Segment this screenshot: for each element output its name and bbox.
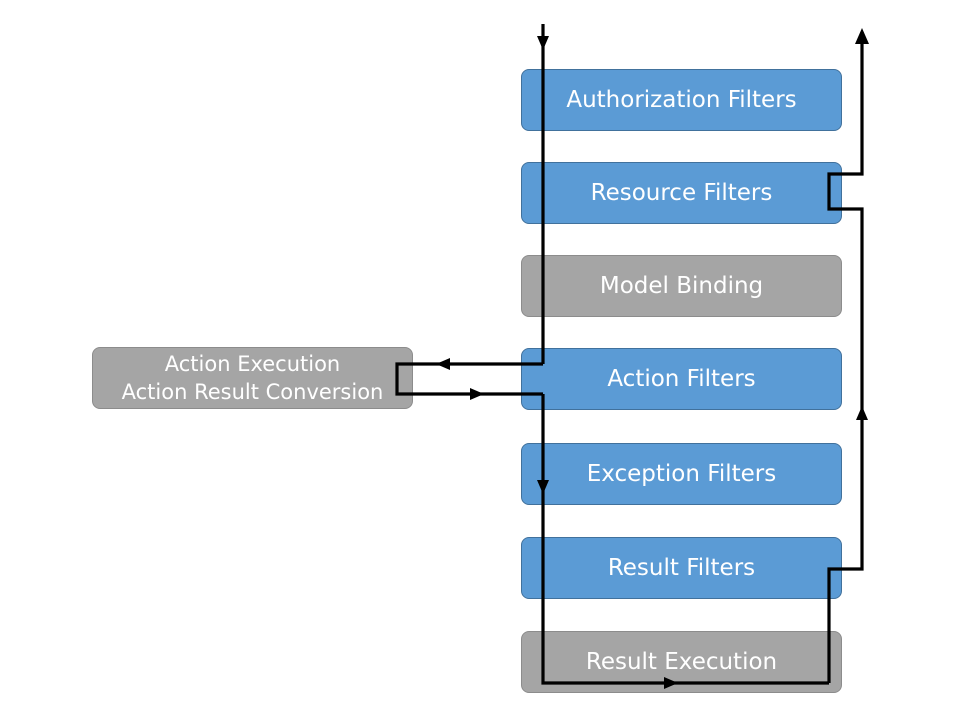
model-binding-label: Model Binding [599, 272, 764, 299]
action-result-conversion-label: Action Result Conversion [121, 380, 384, 404]
arrow-up-top-icon [855, 28, 869, 44]
result-filters-label: Result Filters [607, 554, 756, 581]
exception-filters-label: Exception Filters [586, 460, 777, 487]
action-execution-box: Action Execution Action Result Conversio… [92, 347, 413, 409]
arrow-left-icon [436, 358, 450, 370]
arrow-up-middle-icon [856, 406, 868, 420]
result-execution-box: Result Execution [521, 631, 842, 693]
authorization-filters-label: Authorization Filters [566, 86, 797, 113]
resource-filters-label: Resource Filters [590, 179, 773, 206]
action-execution-label: Action Execution [164, 351, 341, 376]
action-filters-box: Action Filters [521, 348, 842, 410]
resource-filters-box: Resource Filters [521, 162, 842, 224]
action-filters-label: Action Filters [607, 365, 756, 392]
model-binding-box: Model Binding [521, 255, 842, 317]
exception-filters-box: Exception Filters [521, 443, 842, 505]
result-execution-label: Result Execution [585, 648, 778, 675]
authorization-filters-box: Authorization Filters [521, 69, 842, 131]
result-filters-box: Result Filters [521, 537, 842, 599]
arrow-right-icon [470, 388, 484, 400]
arrow-down-top-icon [537, 36, 549, 50]
